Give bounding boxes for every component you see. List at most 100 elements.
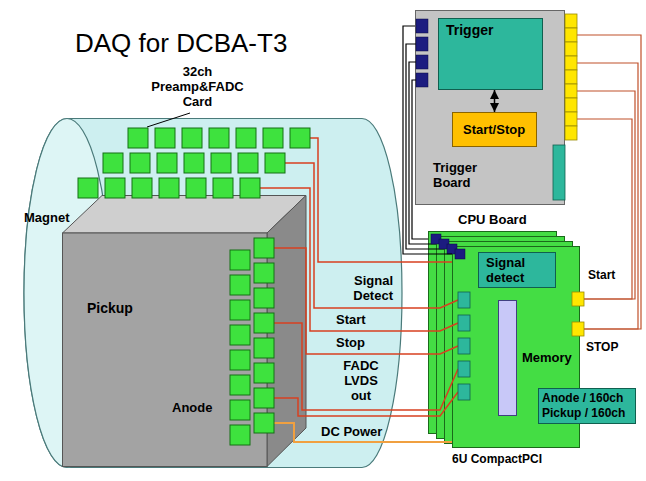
connector (494, 90, 496, 112)
fadc-card (155, 128, 175, 148)
fadc-card (213, 178, 233, 198)
start-stop-box: Start/Stop (452, 112, 537, 147)
bus-label: 6U CompactPCI (452, 452, 542, 467)
lemo-connector (565, 98, 577, 112)
fadc-card (132, 178, 152, 198)
node-text: Signal detect (486, 255, 548, 285)
node-text: Trigger Board (433, 160, 493, 190)
label-holder: Memory (522, 350, 572, 365)
fadc-card (105, 178, 125, 198)
lemo-connector (572, 292, 584, 306)
fadc-port (458, 292, 470, 308)
lemo-connector (565, 56, 577, 70)
label-holder: DC Power (320, 424, 383, 439)
label-holder: Signal Detect (330, 273, 394, 303)
fadc-port (458, 361, 470, 377)
node-text: Magnet (24, 210, 416, 225)
fadc-card (157, 153, 177, 173)
box-outline (416, 11, 565, 205)
trigger-box: Trigger (438, 18, 543, 90)
signal-detect-box: Signal detect (478, 252, 556, 288)
fadc-card (238, 153, 258, 173)
fadc-card (182, 128, 202, 148)
bus-connector (416, 19, 428, 33)
fadc-card (128, 128, 148, 148)
bus-connector (416, 55, 428, 69)
fadc-card (230, 300, 250, 320)
fadc-port (458, 315, 470, 331)
lemo-connector (565, 14, 577, 28)
fadc-card (240, 178, 260, 198)
signal-name: DC Power (320, 424, 383, 439)
fadc-card (254, 288, 274, 308)
signal-name: Start (335, 312, 367, 327)
lemo-connector (565, 84, 577, 98)
fadc-card (254, 263, 274, 283)
label-holder: Start (588, 268, 615, 283)
fadc-card (103, 153, 123, 173)
fadc-card (236, 128, 256, 148)
cube-front (63, 233, 268, 467)
cube-top (63, 196, 307, 234)
fadc-card (230, 375, 250, 395)
anode-label: Anode (172, 400, 212, 415)
fadc-port (458, 338, 470, 354)
label-holder: Stop (335, 335, 366, 350)
fadc-card (254, 363, 274, 383)
pickup-cube: Pickup (62, 195, 307, 467)
node-text: Start/Stop (463, 122, 526, 137)
label-holder: Start (335, 312, 367, 327)
memory-label: Memory (522, 350, 572, 365)
fadc-card (265, 153, 285, 173)
fadc-card (230, 250, 250, 270)
fadc-card (290, 128, 310, 148)
fadc-card (254, 238, 274, 258)
fadc-card (209, 128, 229, 148)
title-holder: DAQ for DCBA-T3 (75, 28, 287, 58)
lemo-connector (565, 70, 577, 84)
connector-label: STOP (586, 340, 618, 355)
channel-box: Anode / 160ch Pickup / 160ch (538, 388, 636, 424)
signal-name: Signal Detect (330, 273, 394, 303)
fadc-card (78, 178, 98, 198)
label-holder: 6U CompactPCI (452, 452, 542, 467)
fadc-card (263, 128, 283, 148)
fadc-card (254, 338, 274, 358)
trigger-cable (577, 119, 632, 299)
memory-chip (499, 301, 517, 416)
fadc-card (130, 153, 150, 173)
board-connector (553, 145, 565, 200)
fadc-card (211, 153, 231, 173)
bus-connector (416, 37, 428, 51)
cpu-board: CPU BoardSignal detectAnode / 160ch Pick… (452, 246, 580, 448)
fadc-card (184, 153, 204, 173)
label-holder: STOP (586, 340, 618, 355)
label-holder: 32ch Preamp&FADC Card (145, 64, 250, 109)
fadc-port (458, 384, 470, 400)
fadc-card (230, 325, 250, 345)
bus-connector (455, 249, 465, 259)
fadc-card (254, 313, 274, 333)
fadc-card (159, 178, 179, 198)
lemo-connector (565, 126, 577, 140)
title: DAQ for DCBA-T3 (75, 28, 287, 58)
node-text: Trigger (446, 22, 551, 39)
label-holder: FADC LVDS out (334, 358, 388, 403)
trigger-board: Trigger Board TriggerStart/Stop (415, 10, 565, 205)
lemo-connector (565, 42, 577, 56)
bus-connector (416, 73, 428, 87)
signal-name: FADC LVDS out (334, 358, 388, 403)
trigger-cable (577, 91, 635, 299)
fadc-card (186, 178, 206, 198)
lemo-connector (572, 322, 584, 336)
magnet-body (24, 119, 402, 468)
node-text: Anode / 160ch Pickup / 160ch (542, 391, 632, 421)
signal-name: Stop (335, 335, 366, 350)
connector-label: Start (588, 268, 615, 283)
fadc-card (230, 425, 250, 445)
node-text: CPU Board (458, 212, 586, 227)
cube-side (267, 196, 306, 467)
card-label: 32ch Preamp&FADC Card (145, 64, 250, 109)
fadc-card (254, 388, 274, 408)
node-outline (62, 195, 307, 467)
